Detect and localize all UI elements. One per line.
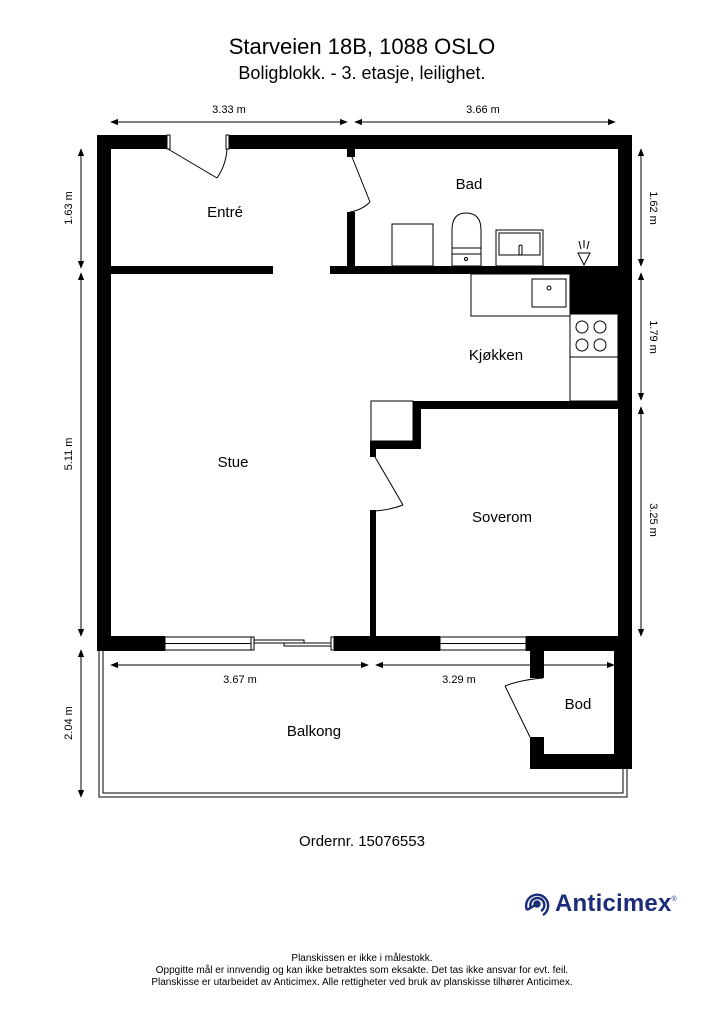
room-label-soverom: Soverom xyxy=(472,509,532,526)
disclaimer-line-3: Planskisse er utarbeidet av Anticimex. A… xyxy=(151,977,573,988)
dimension-label-right-top: 1.62 m xyxy=(647,191,659,225)
bathroom-door-icon xyxy=(349,156,371,213)
dimension-label-left-middle: 5.11 m xyxy=(63,438,75,471)
stove-icon xyxy=(575,320,607,352)
order-number: Ordernr. 15076553 xyxy=(299,833,425,850)
dimension-label-right-bottom: 3.25 m xyxy=(647,503,659,537)
dimension-label-top-left: 3.33 m xyxy=(212,104,246,116)
toilet-icon xyxy=(451,212,482,267)
windows xyxy=(164,636,527,651)
dimension-label-balcony-right: 3.29 m xyxy=(442,674,476,686)
storage-door-icon xyxy=(504,677,544,738)
page-title: Starveien 18B, 1088 OSLO xyxy=(228,34,496,59)
disclaimer-line-1: Planskissen er ikke i målestokk. xyxy=(291,953,433,964)
dimension-label-top-right: 3.66 m xyxy=(466,104,500,116)
page-subtitle: Boligblokk. - 3. etasje, leilighet. xyxy=(238,63,486,83)
shower-icon xyxy=(577,240,591,267)
washing-machine-icon xyxy=(391,223,434,267)
brand-name: Anticimex xyxy=(555,890,672,917)
room-label-kjokken: Kjøkken xyxy=(469,347,523,364)
sink-icon xyxy=(495,229,544,267)
dimension-label-left-bottom: 2.04 m xyxy=(63,706,75,740)
dimension-label-left-top: 1.63 m xyxy=(63,191,75,225)
doors xyxy=(166,134,544,738)
room-label-bod: Bod xyxy=(565,696,592,713)
cabinet-icon xyxy=(370,400,414,442)
disclaimer-line-2: Oppgitte mål er innvendig og kan ikke be… xyxy=(155,965,569,976)
brand-logo: Anticimex ® xyxy=(523,888,677,920)
dimension-label-right-middle: 1.79 m xyxy=(647,320,659,354)
entrance-door-icon xyxy=(166,134,230,179)
kitchen-sink-icon xyxy=(531,278,567,308)
balcony-railing xyxy=(98,651,628,798)
disclaimer: Planskissen er ikke i målestokk. Oppgitt… xyxy=(0,953,724,989)
room-label-bad: Bad xyxy=(456,176,483,193)
room-label-stue: Stue xyxy=(218,454,249,471)
dimension-lines xyxy=(77,118,645,798)
anticimex-logo-icon xyxy=(524,893,550,917)
registered-mark: ® xyxy=(671,896,677,903)
room-label-entre: Entré xyxy=(207,204,243,221)
dimension-label-balcony-left: 3.67 m xyxy=(223,674,257,686)
room-label-balkong: Balkong xyxy=(287,723,341,740)
walls xyxy=(97,135,632,769)
bedroom-door-icon xyxy=(374,456,404,512)
